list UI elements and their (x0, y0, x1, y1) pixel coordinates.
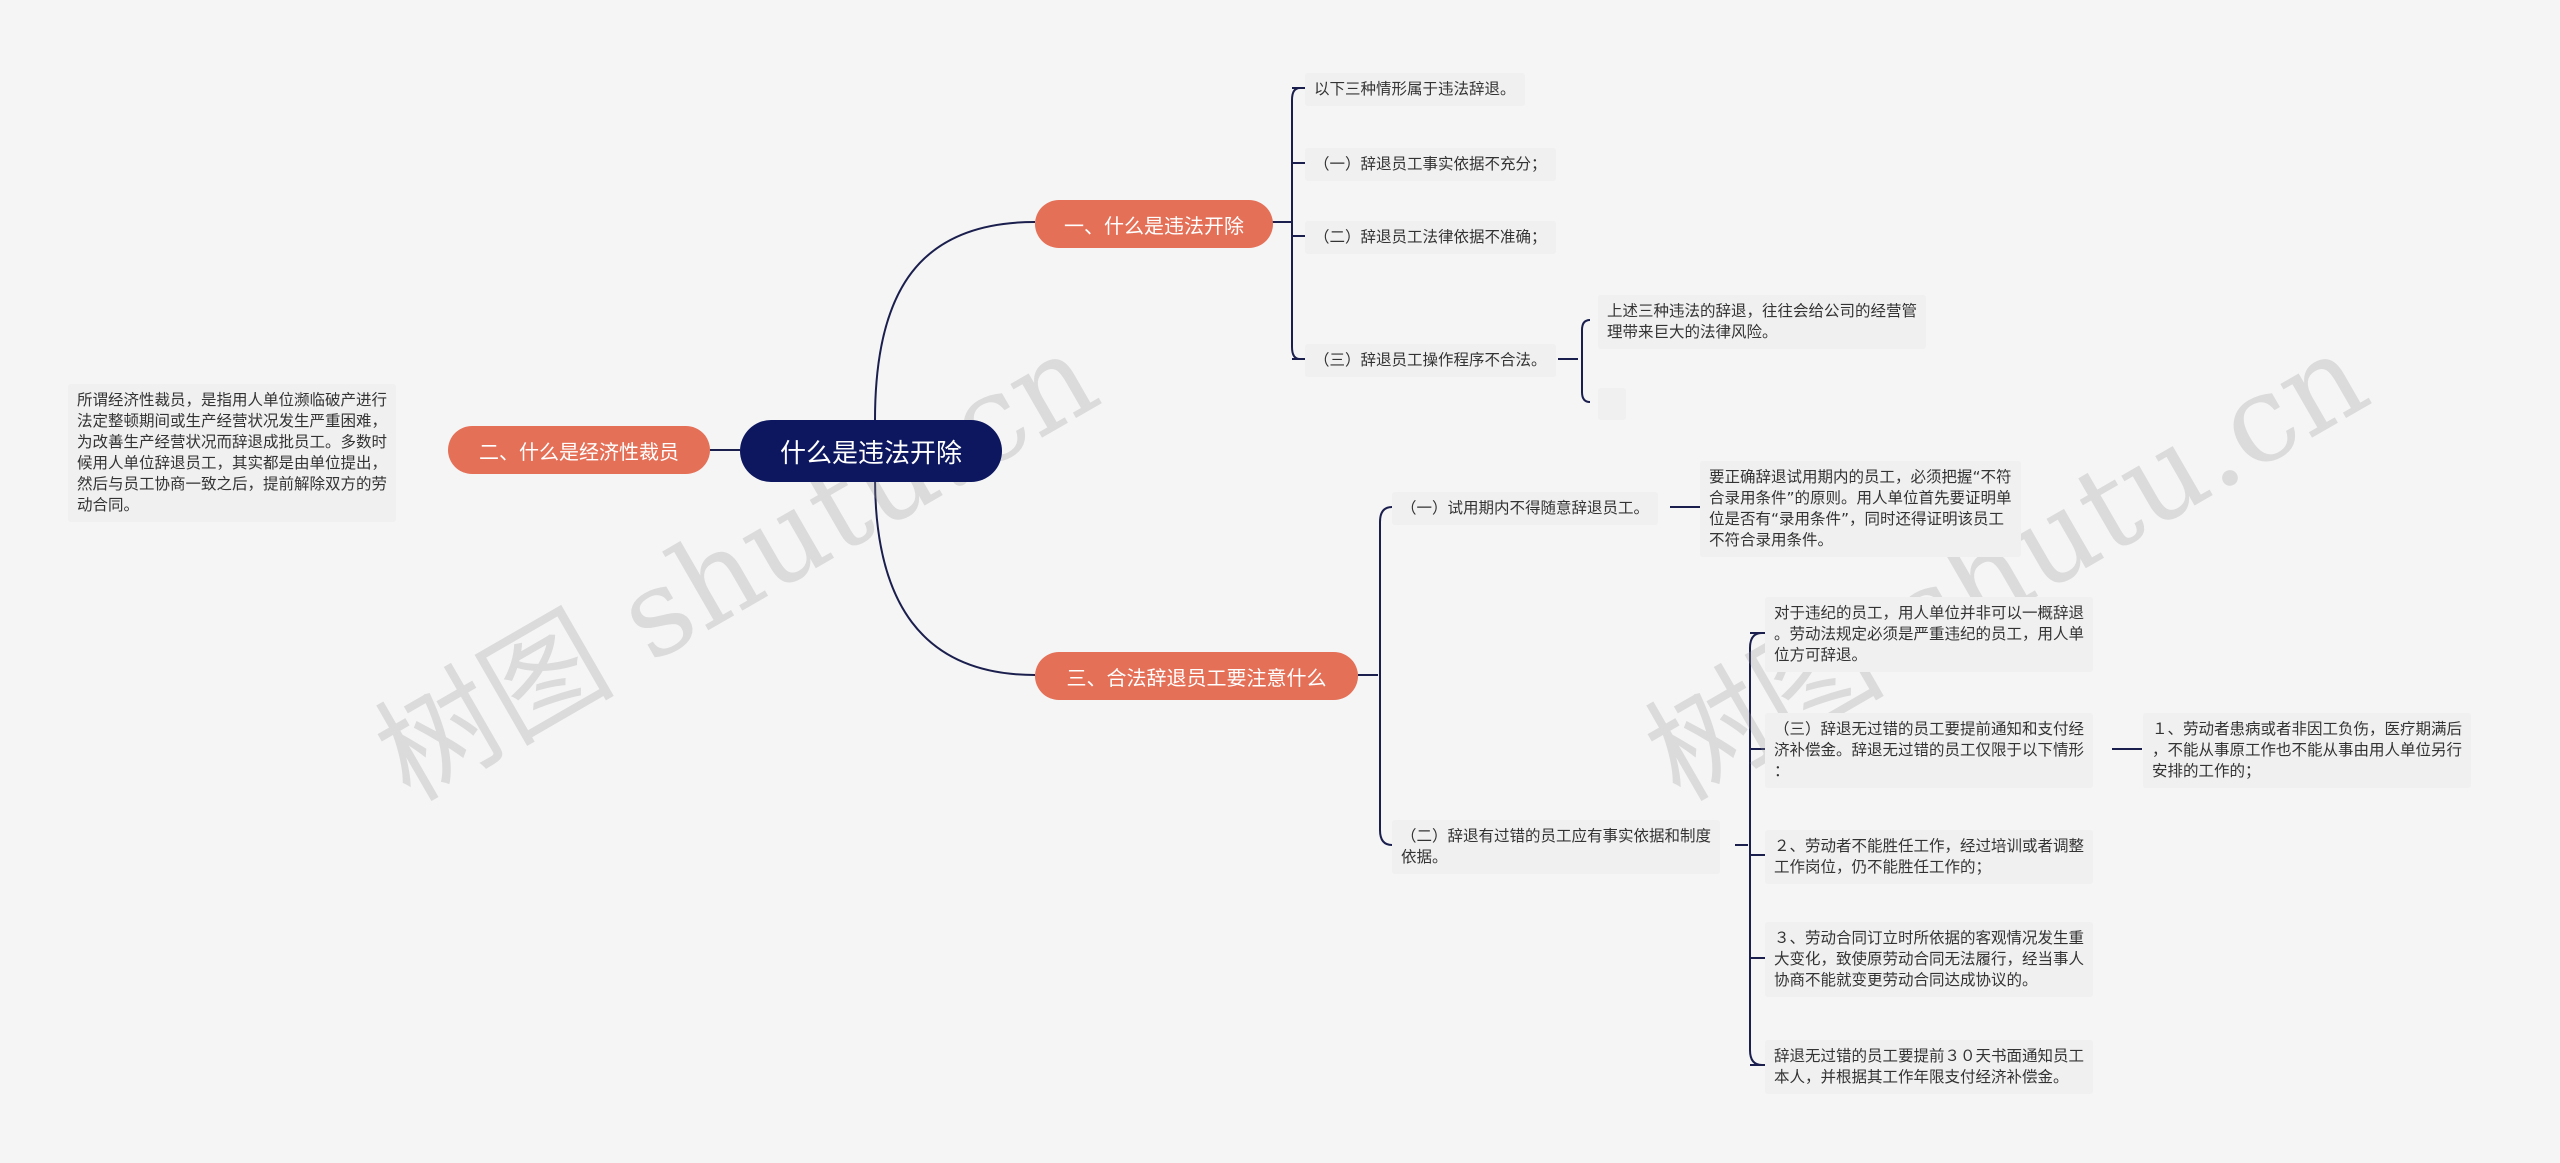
leaf-b2-desc[interactable]: 所谓经济性裁员，是指用人单位濒临破产进行 法定整顿期间或生产经营状况发生严重困难… (68, 384, 397, 522)
link-root-b3 (874, 477, 1036, 676)
leaf-b3-fault[interactable]: （二）辞退有过错的员工应有事实依据和制度 依据。 (1392, 820, 1721, 874)
link-b3-bracket (1379, 506, 1393, 846)
branch-node-economic-layoff[interactable]: 二、什么是经济性裁员 (448, 426, 710, 474)
leaf-b1-two[interactable]: （二）辞退员工法律依据不准确； (1305, 221, 1556, 254)
leaf-b3-trial[interactable]: （一）试用期内不得随意辞退员工。 (1392, 492, 1659, 525)
leaf-b1-three[interactable]: （三）辞退员工操作程序不合法。 (1305, 344, 1556, 377)
root-node[interactable]: 什么是违法开除 (740, 420, 1002, 482)
link-b1-three-bracket (1581, 319, 1591, 403)
leaf-b3-fault-1[interactable]: 对于违纪的员工，用人单位并非可以一概辞退 。劳动法规定必须是严重违纪的员工，用人… (1765, 597, 2094, 672)
leaf-b3-fault-5[interactable]: 辞退无过错的员工要提前３０天书面通知员工 本人，并根据其工作年限支付经济补偿金。 (1765, 1040, 2094, 1094)
link-b1-bracket (1291, 87, 1301, 360)
leaf-b1-intro[interactable]: 以下三种情形属于违法辞退。 (1305, 73, 1525, 106)
leaf-b3-fault-2[interactable]: （三）辞退无过错的员工要提前通知和支付经 济补偿金。辞退无过错的员工仅限于以下情… (1765, 713, 2094, 788)
leaf-b3-fault-3[interactable]: ２、劳动者不能胜任工作，经过培训或者调整 工作岗位，仍不能胜任工作的； (1765, 830, 2094, 884)
leaf-b3-trial-note[interactable]: 要正确辞退试用期内的员工，必须把握“不符 合录用条件”的原则。用人单位首先要证明… (1700, 461, 2021, 557)
link-b3-fault-bracket (1749, 632, 1763, 1066)
link-root-b1 (874, 221, 1036, 421)
leaf-b1-three-note[interactable]: 上述三种违法的辞退，往往会给公司的经营管 理带来巨大的法律风险。 (1598, 295, 1927, 349)
leaf-b3-fault-4[interactable]: ３、劳动合同订立时所依据的客观情况发生重 大变化，致使原劳动合同无法履行，经当事… (1765, 922, 2094, 997)
branch-node-legal-dismissal[interactable]: 三、合法辞退员工要注意什么 (1035, 652, 1358, 700)
watermark-left: 树图 shutu.cn (354, 306, 1120, 828)
leaf-b1-three-empty[interactable] (1598, 388, 1626, 420)
branch-node-illegal-dismissal[interactable]: 一、什么是违法开除 (1035, 200, 1273, 248)
leaf-b1-one[interactable]: （一）辞退员工事实依据不充分； (1305, 148, 1556, 181)
leaf-b3-fault-2-a[interactable]: １、劳动者患病或者非因工负伤，医疗期满后 ，不能从事原工作也不能从事由用人单位另… (2143, 713, 2472, 788)
